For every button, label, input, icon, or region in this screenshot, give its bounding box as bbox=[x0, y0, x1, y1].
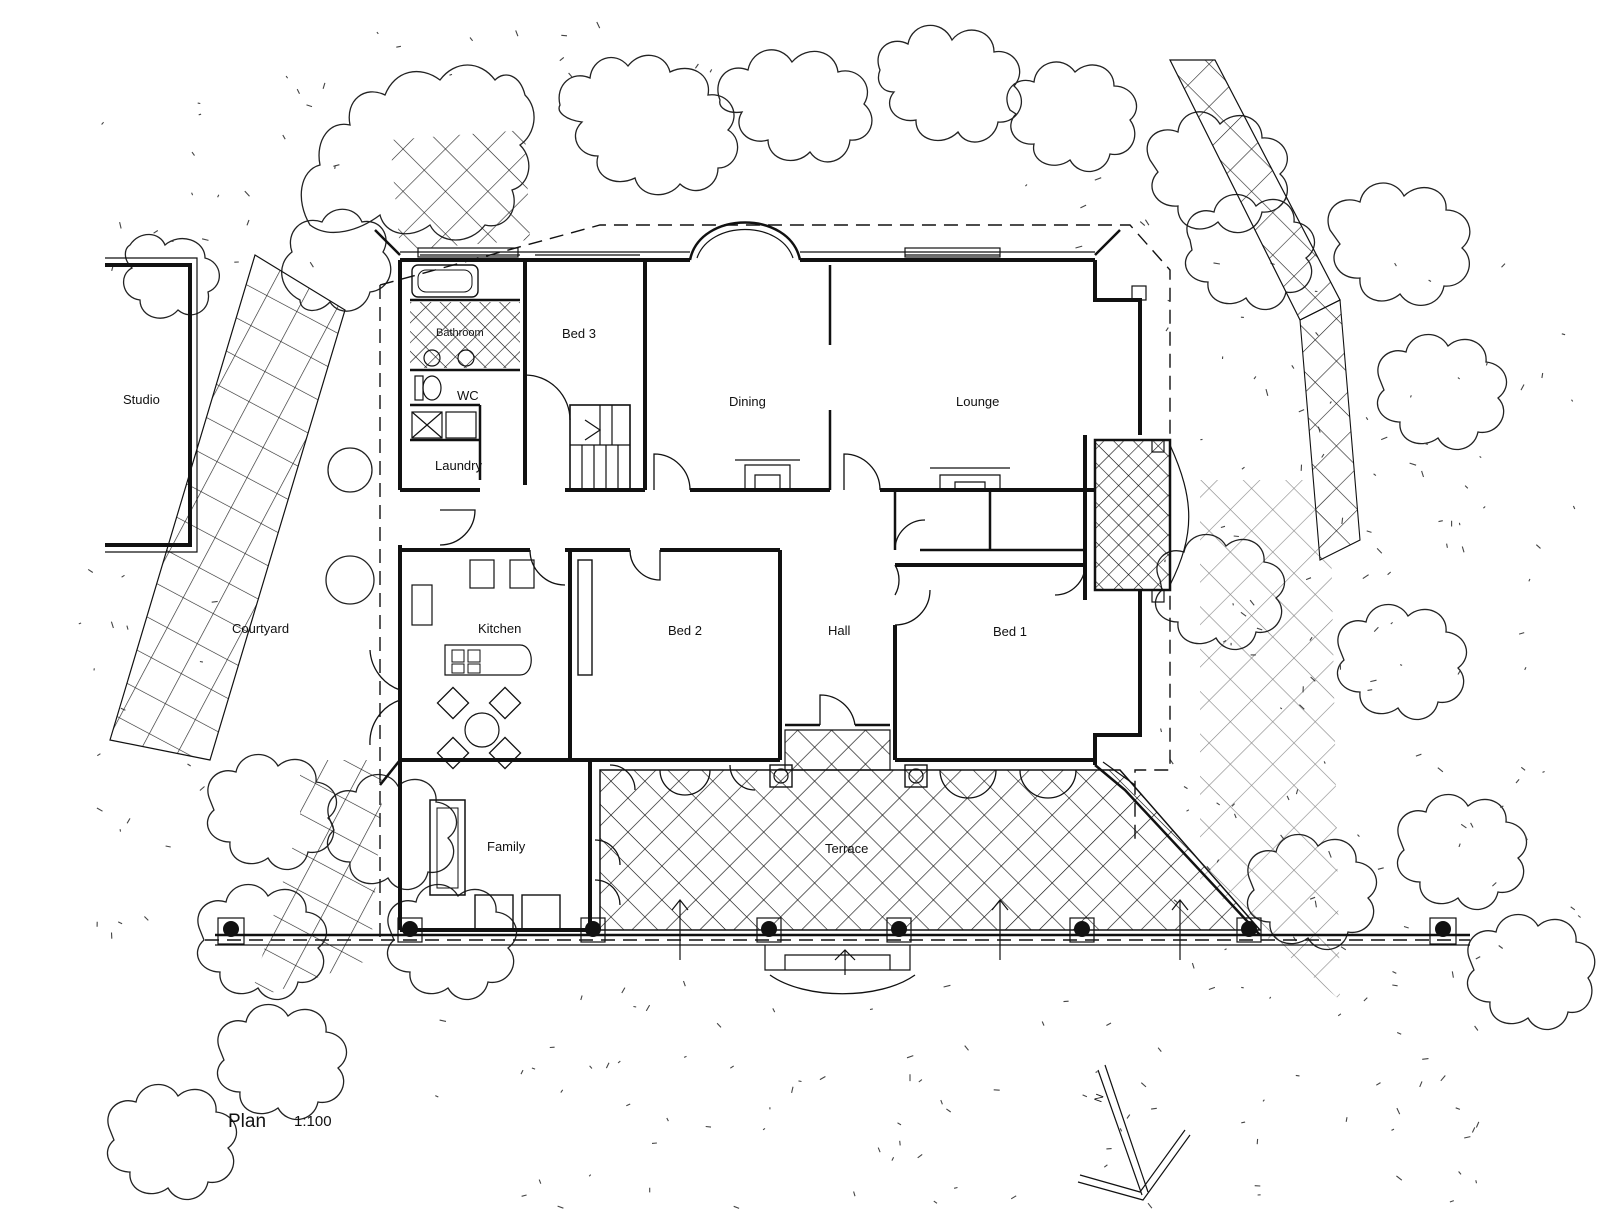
room-label-courtyard: Courtyard bbox=[232, 621, 289, 636]
room-label-bed1: Bed 1 bbox=[993, 624, 1027, 639]
room-label-family: Family bbox=[487, 839, 526, 854]
north-arrow bbox=[1077, 1064, 1191, 1201]
room-label-studio: Studio bbox=[123, 392, 160, 407]
landscape-trees bbox=[106, 24, 1596, 1201]
room-label-bed2: Bed 2 bbox=[668, 623, 702, 638]
roof-outline bbox=[205, 224, 1470, 941]
terrace-paving bbox=[215, 729, 1470, 971]
room-label-bed3: Bed 3 bbox=[562, 326, 596, 341]
north-label: N bbox=[1093, 1092, 1107, 1104]
room-label-lounge: Lounge bbox=[956, 394, 999, 409]
columns bbox=[217, 917, 1457, 945]
ground-texture bbox=[78, 21, 1581, 1209]
room-label-dining: Dining bbox=[729, 394, 766, 409]
room-label-bathroom: Bathroom bbox=[436, 327, 484, 339]
studio-building bbox=[105, 257, 198, 553]
room-labels: Studio Bathroom Bed 3 Dining Lounge WC L… bbox=[123, 326, 1107, 1132]
room-label-laundry: Laundry bbox=[435, 458, 482, 473]
plan-title: Plan bbox=[228, 1111, 266, 1132]
room-label-kitchen: Kitchen bbox=[478, 621, 521, 636]
room-label-terrace: Terrace bbox=[825, 841, 868, 856]
plan-scale: 1:100 bbox=[294, 1113, 332, 1130]
fixtures bbox=[410, 264, 1165, 931]
room-label-hall: Hall bbox=[828, 623, 851, 638]
ground-speckles bbox=[78, 21, 1581, 1209]
house-walls bbox=[374, 221, 1190, 932]
room-label-wc: WC bbox=[457, 388, 479, 403]
pergola bbox=[390, 130, 530, 250]
garden-path-paving bbox=[1169, 59, 1361, 1000]
step-arrows bbox=[671, 899, 1189, 975]
